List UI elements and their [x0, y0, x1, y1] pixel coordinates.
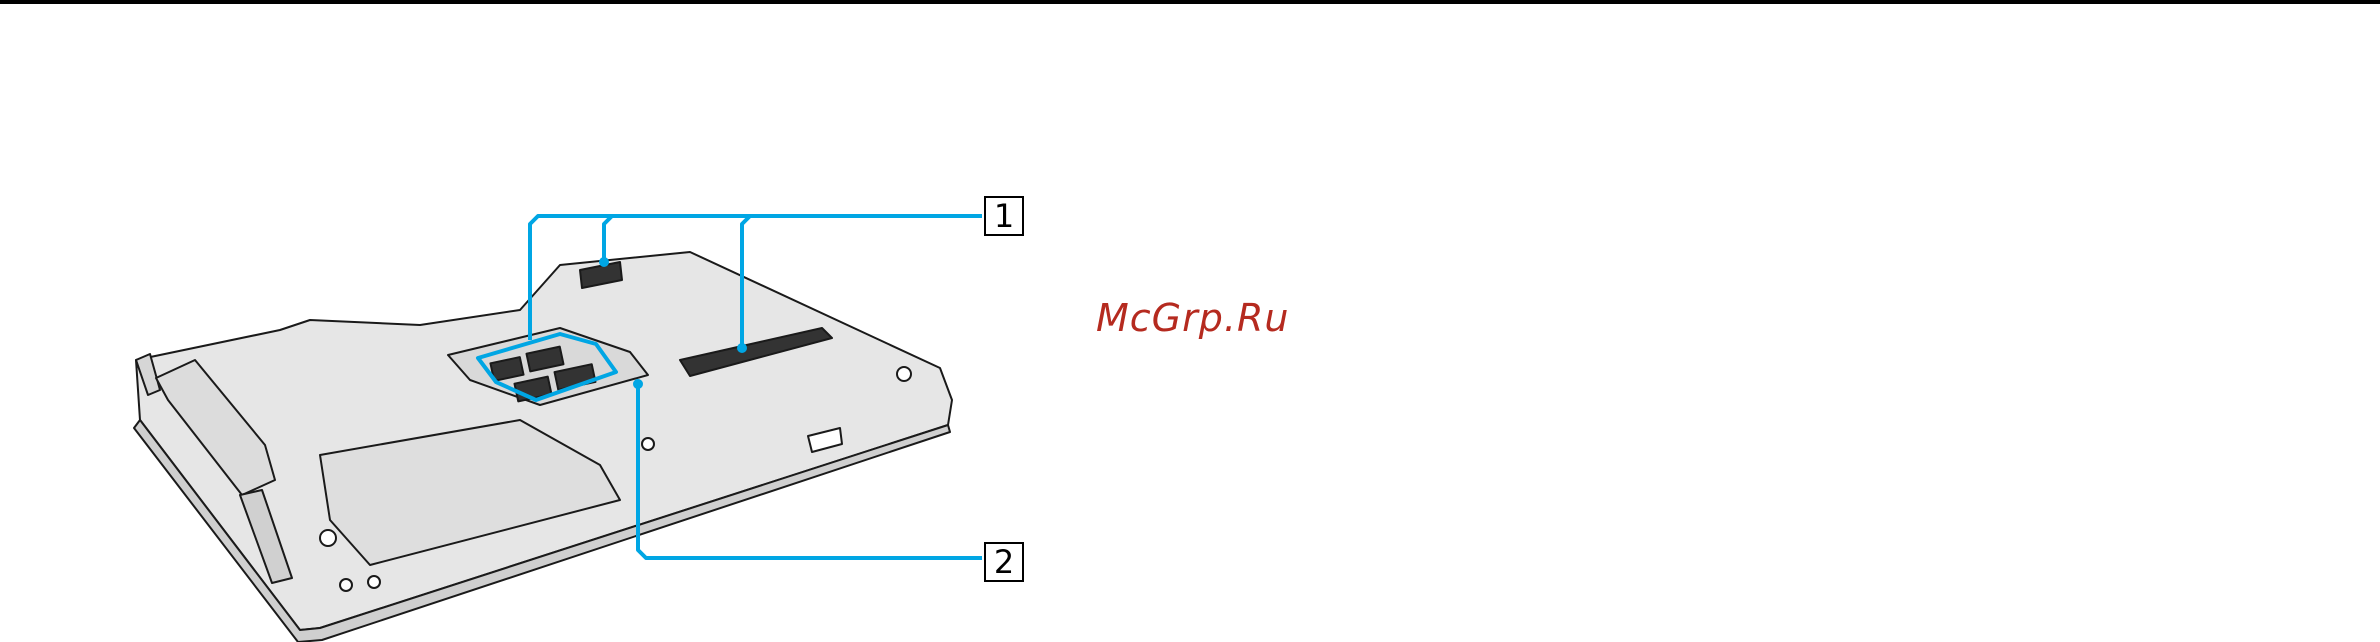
- leader-dot-vent-right: [737, 343, 747, 353]
- leader-dot-vent-rear: [599, 257, 609, 267]
- rubber-foot-2: [897, 367, 911, 381]
- laptop-underside-icon: [134, 252, 952, 642]
- rubber-foot-4: [368, 576, 380, 588]
- leader-dot-cover: [633, 379, 643, 389]
- callout-label-1: 1: [984, 196, 1024, 236]
- rubber-foot-1: [320, 530, 336, 546]
- rubber-foot-3: [340, 579, 352, 591]
- callout-label-2: 2: [984, 542, 1024, 582]
- leader-line-1-mid: [604, 216, 612, 260]
- watermark-text: McGrp.Ru: [1096, 296, 1289, 340]
- screw-1: [642, 438, 654, 450]
